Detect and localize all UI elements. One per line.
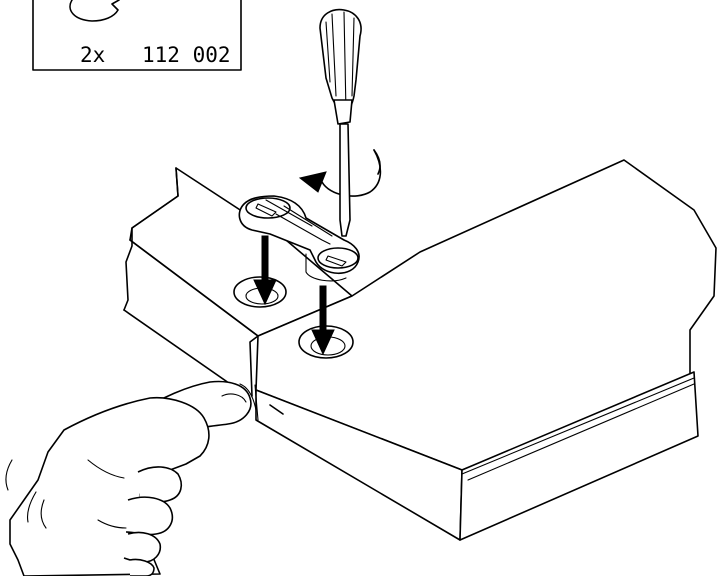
rotation-arrow-icon — [298, 149, 382, 197]
down-arrow-icon — [253, 235, 277, 306]
leader-line — [239, 383, 257, 411]
connector-part-icon — [69, 0, 120, 22]
part-quantity: 2x — [80, 43, 105, 67]
screwdriver-icon — [319, 8, 362, 237]
part-box: 2x 112 002 — [32, 0, 242, 71]
part-number: 112 002 — [142, 43, 231, 67]
hand-icon — [5, 380, 252, 576]
right-board — [254, 159, 717, 541]
down-arrow-icon — [311, 285, 335, 356]
left-board — [123, 167, 353, 397]
connector-fitting — [238, 195, 360, 282]
